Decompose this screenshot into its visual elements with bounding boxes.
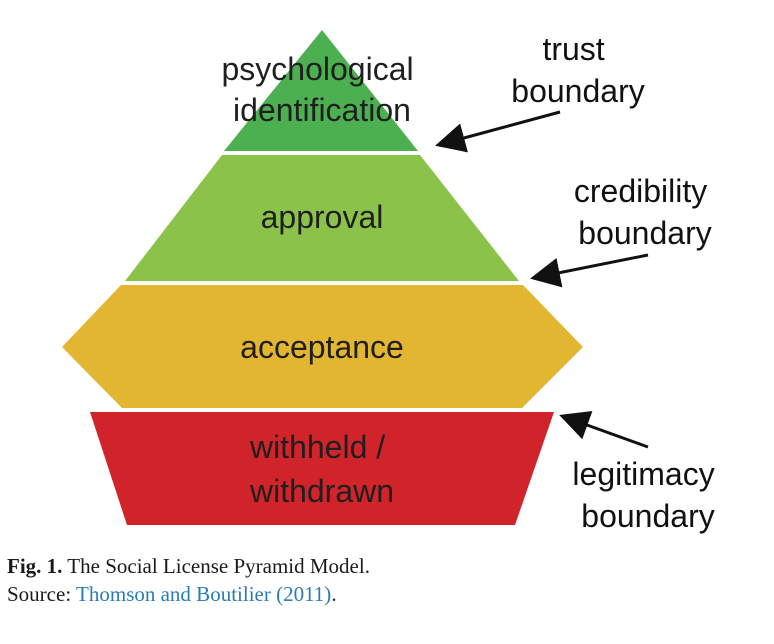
trust-boundary-line-1: trust (542, 31, 604, 67)
trust-boundary: trust boundary (435, 31, 645, 153)
layer-approval: approval (125, 155, 519, 281)
source-end: . (331, 582, 337, 606)
credibility-boundary-line-1: credibility (574, 173, 707, 209)
legitimacy-boundary-line-1: legitimacy (572, 456, 714, 492)
trust-boundary-arrow (435, 110, 561, 153)
layer-psychological-identification-line-2: identification (233, 92, 411, 128)
figure-title: The Social License Pyramid Model. (62, 554, 370, 578)
layer-acceptance: acceptance (62, 285, 583, 408)
layer-psychological-identification: psychological identification (222, 30, 423, 151)
trust-boundary-label: trust boundary (511, 31, 644, 109)
layer-withheld-withdrawn-shape (90, 412, 554, 525)
layer-psychological-identification-label: psychological identification (222, 51, 423, 128)
layer-psychological-identification-line-1: psychological (222, 51, 414, 87)
caption-title-line: Fig. 1. The Social License Pyramid Model… (7, 552, 767, 580)
source-label: Source: (7, 582, 77, 606)
credibility-boundary-arrow (530, 253, 649, 288)
layer-approval-label: approval (261, 199, 384, 235)
layer-approval-line-1: approval (261, 199, 384, 235)
figure-label: Fig. 1. (7, 554, 63, 578)
legitimacy-boundary-arrow (559, 411, 649, 449)
layer-withheld-withdrawn-line-1: withheld / (249, 429, 385, 465)
layer-withheld-withdrawn-label: withheld / withdrawn (249, 429, 394, 509)
layer-acceptance-line-1: acceptance (240, 329, 404, 365)
source-citation-link[interactable]: Thomson and Boutilier (2011) (76, 582, 332, 606)
layer-approval-shape (125, 155, 519, 281)
layer-withheld-withdrawn: withheld / withdrawn (90, 412, 554, 525)
layer-acceptance-label: acceptance (240, 329, 404, 365)
credibility-boundary-label: credibility boundary (574, 173, 716, 251)
layer-acceptance-shape (62, 285, 583, 408)
trust-boundary-line-2: boundary (511, 73, 644, 109)
credibility-boundary-line-2: boundary (578, 215, 711, 251)
layer-psychological-identification-shape (224, 30, 418, 151)
legitimacy-boundary-label: legitimacy boundary (572, 456, 723, 534)
legitimacy-boundary: legitimacy boundary (559, 411, 723, 534)
layer-withheld-withdrawn-line-2: withdrawn (249, 473, 394, 509)
caption-source-line: Source: Thomson and Boutilier (2011). (7, 580, 767, 608)
figure-caption: Fig. 1. The Social License Pyramid Model… (7, 552, 767, 608)
legitimacy-boundary-line-2: boundary (581, 498, 714, 534)
social-license-pyramid-diagram: psychological identification approval ac… (62, 30, 723, 534)
credibility-boundary: credibility boundary (530, 173, 716, 288)
